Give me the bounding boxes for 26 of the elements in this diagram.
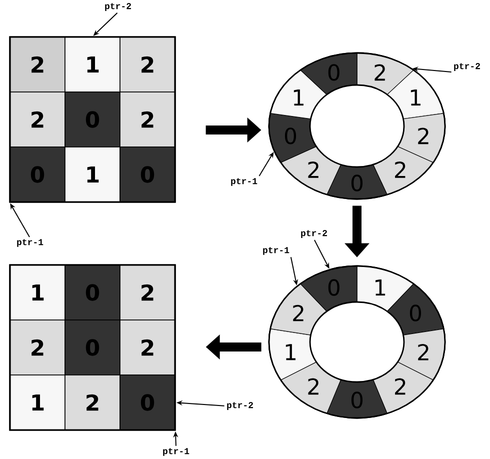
grid-cell: 2 <box>10 92 66 148</box>
grid-cell: 2 <box>10 320 66 376</box>
pointer-label: ptr-1 <box>231 178 258 186</box>
grid-cell: 2 <box>10 36 66 92</box>
grid-cell: 1 <box>64 146 120 202</box>
grid-cell: 1 <box>10 374 66 430</box>
pointer-label: ptr-2 <box>301 230 327 238</box>
grid-cell: 1 <box>10 264 66 320</box>
pointer-label: ptr-1 <box>263 247 290 255</box>
ring-segment: 2 <box>270 283 328 336</box>
pointer-label: ptr-2 <box>227 402 253 410</box>
ring-segment: 2 <box>280 362 342 414</box>
ring-segment: 1 <box>386 70 444 120</box>
grid-cell: 2 <box>64 374 120 430</box>
grid-cell: 2 <box>120 320 176 376</box>
ring-segment: 2 <box>372 362 434 414</box>
grid-cell: 2 <box>120 92 176 148</box>
pointer-label: ptr-1 <box>17 239 44 247</box>
grid-cell: 1 <box>64 36 120 92</box>
pointer-label: ptr-1 <box>163 448 190 456</box>
ring-segment: 1 <box>270 70 328 120</box>
pointer-label: ptr-2 <box>105 3 131 11</box>
pointer-label: ptr-2 <box>454 63 480 71</box>
ring-segment: 2 <box>397 113 446 163</box>
grid-cell: 2 <box>120 36 176 92</box>
grid-cell: 2 <box>120 264 176 320</box>
